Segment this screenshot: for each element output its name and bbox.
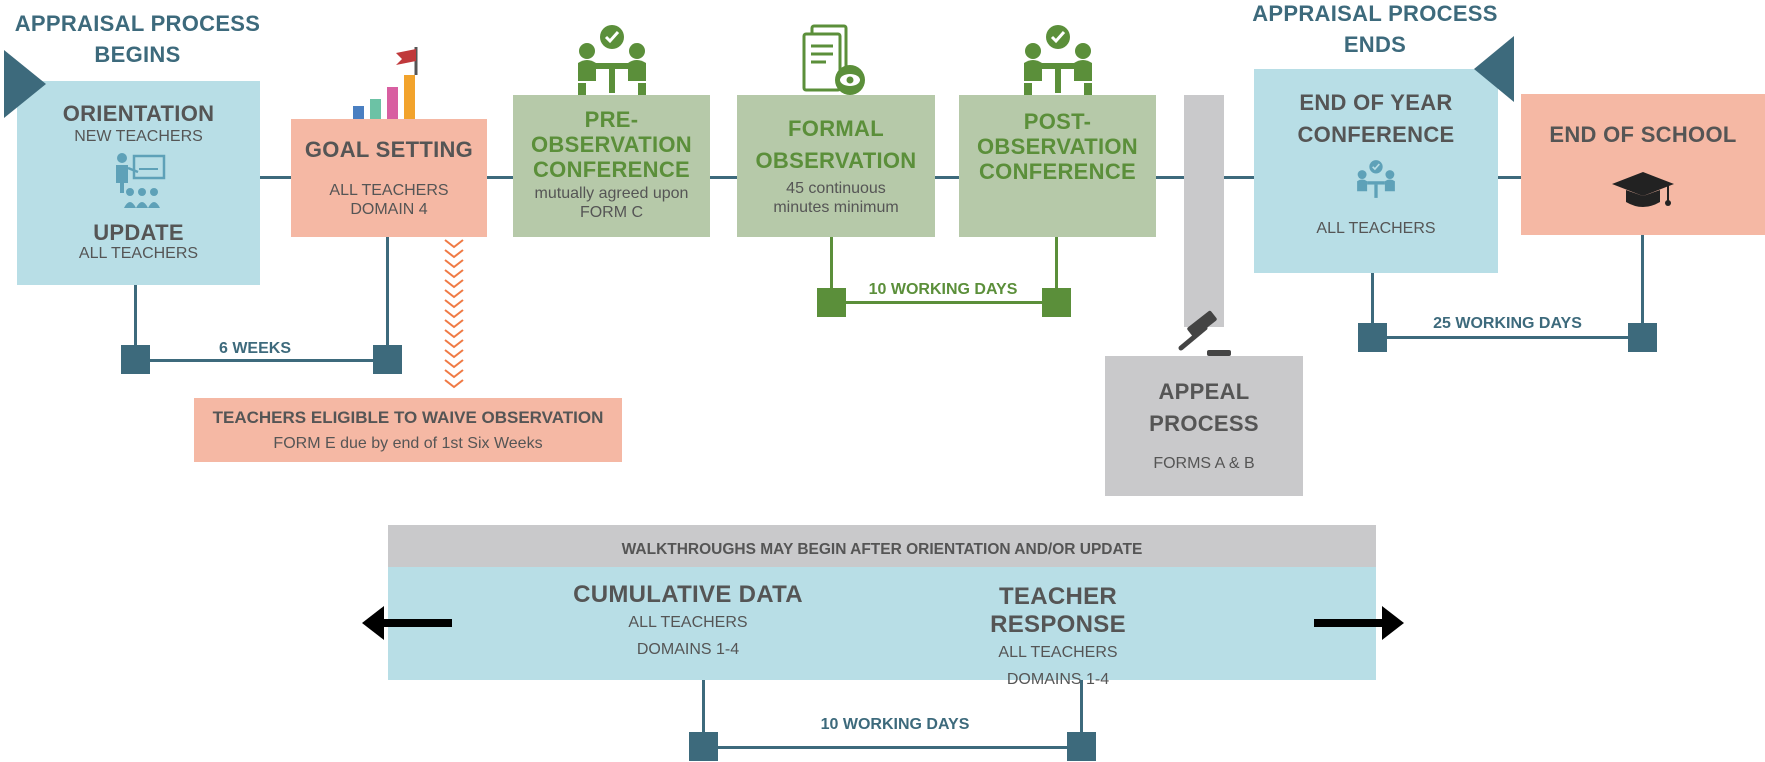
gavel-icon <box>1178 310 1231 356</box>
bracket-line <box>1386 336 1628 339</box>
waive-line1: FORM E due by end of 1st Six Weeks <box>273 435 543 452</box>
end-of-year-line1: ALL TEACHERS <box>1316 220 1436 237</box>
post-observation-box: POST- OBSERVATION CONFERENCE <box>959 95 1156 237</box>
bracket-marker <box>817 288 846 317</box>
pre-observation-line1: mutually agreed upon <box>534 185 689 202</box>
process-begins-line2: BEGINS <box>94 42 181 67</box>
goal-setting-box: GOAL SETTING ALL TEACHERS DOMAIN 4 <box>291 119 487 237</box>
bracket-marker <box>689 732 718 761</box>
graduation-cap-icon <box>1612 172 1674 207</box>
cumulative-data-line1: ALL TEACHERS <box>628 614 748 631</box>
cumulative-data-title: CUMULATIVE DATA <box>573 581 803 608</box>
twenty-five-working-days-label: 25 WORKING DAYS <box>1433 315 1582 332</box>
bar-chart-flag-icon <box>353 47 418 119</box>
teacher-response-block: TEACHER RESPONSE ALL TEACHERS DOMAINS 1-… <box>928 583 1188 689</box>
ends-triangle-icon <box>1474 36 1514 102</box>
end-of-school-box: END OF SCHOOL <box>1521 94 1765 235</box>
pre-observation-title1: PRE- <box>584 107 639 132</box>
orientation-box: ORIENTATION NEW TEACHERS UPDATE ALL TEAC… <box>17 81 260 285</box>
post-observation-title3: CONFERENCE <box>978 159 1136 184</box>
bracket-marker <box>1067 732 1096 761</box>
process-begins-line1: APPRAISAL PROCESS <box>14 11 261 36</box>
end-of-school-title: END OF SCHOOL <box>1549 122 1737 147</box>
update-subtitle: ALL TEACHERS <box>78 245 199 262</box>
appeal-title2: PROCESS <box>1149 411 1259 436</box>
bracket-marker <box>1042 288 1071 317</box>
connector-line <box>708 176 738 179</box>
formal-observation-line1: 45 continuous <box>786 180 886 197</box>
bracket-line <box>386 237 389 345</box>
end-of-year-box: END OF YEAR CONFERENCE ALL TEACHERS <box>1254 69 1498 273</box>
formal-observation-line2: minutes minimum <box>773 199 899 216</box>
waive-observation-box: TEACHERS ELIGIBLE TO WAIVE OBSERVATION F… <box>194 398 622 462</box>
document-eye-icon <box>802 24 865 95</box>
appeal-title1: APPEAL <box>1158 379 1250 404</box>
bracket-line <box>702 680 705 732</box>
bracket-line <box>1080 680 1083 732</box>
formal-observation-title2: OBSERVATION <box>755 148 917 173</box>
bracket-line <box>830 237 833 289</box>
bracket-marker <box>121 345 150 374</box>
bracket-line <box>1641 235 1644 323</box>
walkthroughs-banner-text: WALKTHROUGHS MAY BEGIN AFTER ORIENTATION… <box>621 541 1143 558</box>
process-ends-line2: ENDS <box>1343 32 1407 57</box>
post-observation-title2: OBSERVATION <box>977 134 1138 159</box>
process-ends-line1: APPRAISAL PROCESS <box>1252 1 1498 26</box>
goal-setting-line1: ALL TEACHERS <box>329 182 449 199</box>
cumulative-data-line2: DOMAINS 1-4 <box>636 641 740 658</box>
connector-line <box>1220 176 1260 179</box>
post-observation-title1: POST- <box>1023 109 1092 134</box>
connector-line <box>1151 176 1191 179</box>
connector-line <box>933 176 963 179</box>
ten-working-days-observation-label: 10 WORKING DAYS <box>868 281 1018 298</box>
end-of-year-title2: CONFERENCE <box>1297 122 1455 147</box>
orientation-title: ORIENTATION <box>62 101 215 126</box>
formal-observation-box: FORMAL OBSERVATION 45 continuous minutes… <box>737 95 935 237</box>
bracket-line <box>134 285 137 345</box>
meeting-icon <box>1024 25 1092 95</box>
goal-setting-line2: DOMAIN 4 <box>350 201 428 218</box>
meeting-icon <box>578 25 646 95</box>
six-weeks-label: 6 WEEKS <box>218 340 291 357</box>
bracket-marker <box>1358 323 1387 352</box>
appeal-process-box: APPEAL PROCESS FORMS A & B <box>1105 356 1303 496</box>
pre-observation-box: PRE- OBSERVATION CONFERENCE mutually agr… <box>513 95 710 237</box>
appeal-column <box>1184 95 1224 327</box>
connector-line <box>1495 176 1535 179</box>
pre-observation-title2: OBSERVATION <box>531 132 692 157</box>
bracket-marker <box>1628 323 1657 352</box>
goal-setting-title: GOAL SETTING <box>304 137 474 162</box>
bracket-line <box>1371 273 1374 323</box>
bracket-line <box>846 301 1042 304</box>
bracket-line <box>1055 237 1058 289</box>
teacher-response-title: TEACHER RESPONSE <box>990 583 1126 638</box>
connector-line <box>482 176 514 179</box>
end-of-year-title1: END OF YEAR <box>1299 90 1453 115</box>
ten-working-days-walkthrough-label: 10 WORKING DAYS <box>820 716 970 733</box>
appeal-line1: FORMS A & B <box>1153 455 1255 472</box>
arrow-left-icon <box>362 606 452 640</box>
meeting-icon <box>1254 157 1498 201</box>
bracket-line <box>717 746 1067 749</box>
process-begins-label: APPRAISAL PROCESS BEGINS <box>0 8 275 70</box>
walkthroughs-banner: WALKTHROUGHS MAY BEGIN AFTER ORIENTATION… <box>388 525 1376 567</box>
cumulative-data-block: CUMULATIVE DATA ALL TEACHERS DOMAINS 1-4 <box>558 581 818 659</box>
bracket-marker <box>373 345 402 374</box>
arrow-right-icon <box>1314 606 1404 640</box>
pre-observation-line2: FORM C <box>579 204 644 221</box>
orientation-subtitle: NEW TEACHERS <box>74 128 203 145</box>
walkthroughs-box: CUMULATIVE DATA ALL TEACHERS DOMAINS 1-4… <box>388 567 1376 688</box>
teacher-response-line2: DOMAINS 1-4 <box>1006 671 1110 688</box>
process-ends-label: APPRAISAL PROCESS ENDS <box>1240 0 1510 60</box>
teacher-response-line1: ALL TEACHERS <box>998 644 1118 661</box>
begins-triangle-icon <box>4 50 46 118</box>
formal-observation-title1: FORMAL <box>788 116 884 141</box>
presentation-icon <box>17 152 260 212</box>
connector-line <box>258 176 294 179</box>
pre-observation-title3: CONFERENCE <box>532 157 690 182</box>
waive-title: TEACHERS ELIGIBLE TO WAIVE OBSERVATION <box>212 408 604 427</box>
chevron-arrow-down-icon <box>444 239 464 389</box>
bracket-line <box>148 359 376 362</box>
update-title: UPDATE <box>93 220 184 245</box>
